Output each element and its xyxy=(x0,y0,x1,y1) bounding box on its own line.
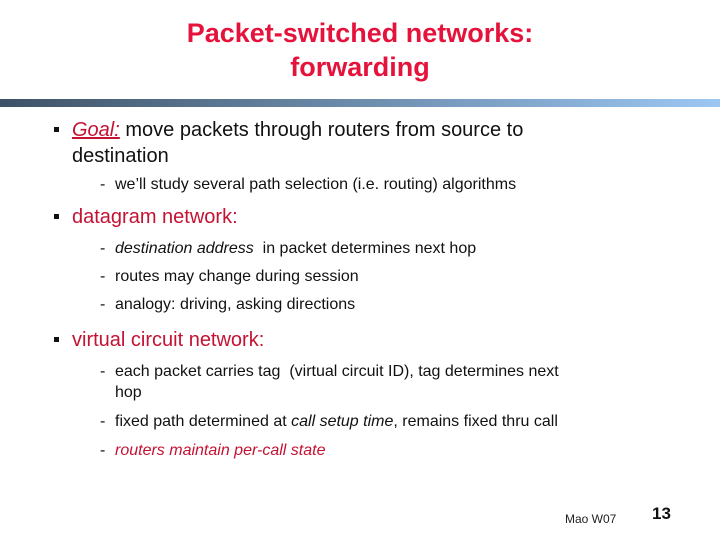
bullet-text-datagram: datagram network: xyxy=(72,204,238,230)
dash-marker: - xyxy=(100,442,106,459)
slide-body: Goal: move packets through routers from … xyxy=(0,112,720,461)
sub-text-segment: analogy: driving, asking directions xyxy=(115,296,356,313)
bullet-text-goal: Goal: move packets through routers from … xyxy=(72,117,523,169)
sub-bullet-text: we’ll study several path selection (i.e.… xyxy=(115,174,516,195)
bullet-item-virtual-circuit: virtual circuit network: xyxy=(0,327,720,353)
dash-marker: - xyxy=(100,176,106,193)
sub-bullet-item: - routes may change during session xyxy=(0,266,720,287)
sub-text-segment-red-italic: routers maintain per-call state xyxy=(115,442,326,459)
sub-text-segment: routes may change during session xyxy=(115,268,359,285)
dash-marker: - xyxy=(100,413,106,430)
sub-bullet-text: each packet carries tag (virtual circuit… xyxy=(115,361,559,403)
sub-bullet-item: - routers maintain per-call state xyxy=(0,440,720,461)
footer-course-label: Mao W07 xyxy=(565,512,617,526)
dash-marker: - xyxy=(100,363,106,380)
sub-bullet-text: destination address in packet determines… xyxy=(115,238,476,259)
sub-bullet-text: fixed path determined at call setup time… xyxy=(115,411,558,432)
sub-text-segment: fixed path determined at xyxy=(115,413,292,430)
bullet-square-icon xyxy=(54,337,59,342)
datagram-heading: datagram network: xyxy=(72,206,238,228)
sub-text-segment: we’ll study several path selection (i.e.… xyxy=(115,176,517,193)
divider-bar xyxy=(0,99,720,107)
sub-bullet-item: - fixed path determined at call setup ti… xyxy=(0,411,720,432)
sub-text-segment-italic: call setup time xyxy=(291,413,394,430)
dash-marker: - xyxy=(100,240,106,257)
goal-rest: move packets through routers from source… xyxy=(72,119,524,167)
sub-bullet-item: - analogy: driving, asking directions xyxy=(0,294,720,315)
sub-text-segment: each packet carries tag (virtual circuit… xyxy=(115,363,559,401)
sub-bullet-text: analogy: driving, asking directions xyxy=(115,294,355,315)
sub-bullet-item: - each packet carries tag (virtual circu… xyxy=(0,361,720,403)
sub-text-segment-italic: destination address xyxy=(115,240,254,257)
sub-bullet-item: - destination address in packet determin… xyxy=(0,238,720,259)
slide-title: Packet-switched networks: forwarding xyxy=(186,18,534,82)
sub-bullet-text: routers maintain per-call state xyxy=(115,440,325,461)
bullet-square-icon xyxy=(54,214,59,219)
dash-marker: - xyxy=(100,296,106,313)
bullet-text-virtual-circuit: virtual circuit network: xyxy=(72,327,264,353)
sub-text-segment: , remains fixed thru call xyxy=(393,413,558,430)
sub-bullet-item: - we’ll study several path selection (i.… xyxy=(0,174,720,195)
bullet-square-icon xyxy=(54,127,59,132)
page-number: 13 xyxy=(652,504,671,523)
goal-label: Goal: xyxy=(72,119,120,141)
dash-marker: - xyxy=(100,268,106,285)
sub-text-segment: in packet determines next hop xyxy=(253,240,477,257)
bullet-item-goal: Goal: move packets through routers from … xyxy=(0,117,720,169)
bullet-item-datagram: datagram network: xyxy=(0,204,720,230)
virtual-circuit-heading: virtual circuit network: xyxy=(72,329,265,351)
sub-bullet-text: routes may change during session xyxy=(115,266,359,287)
